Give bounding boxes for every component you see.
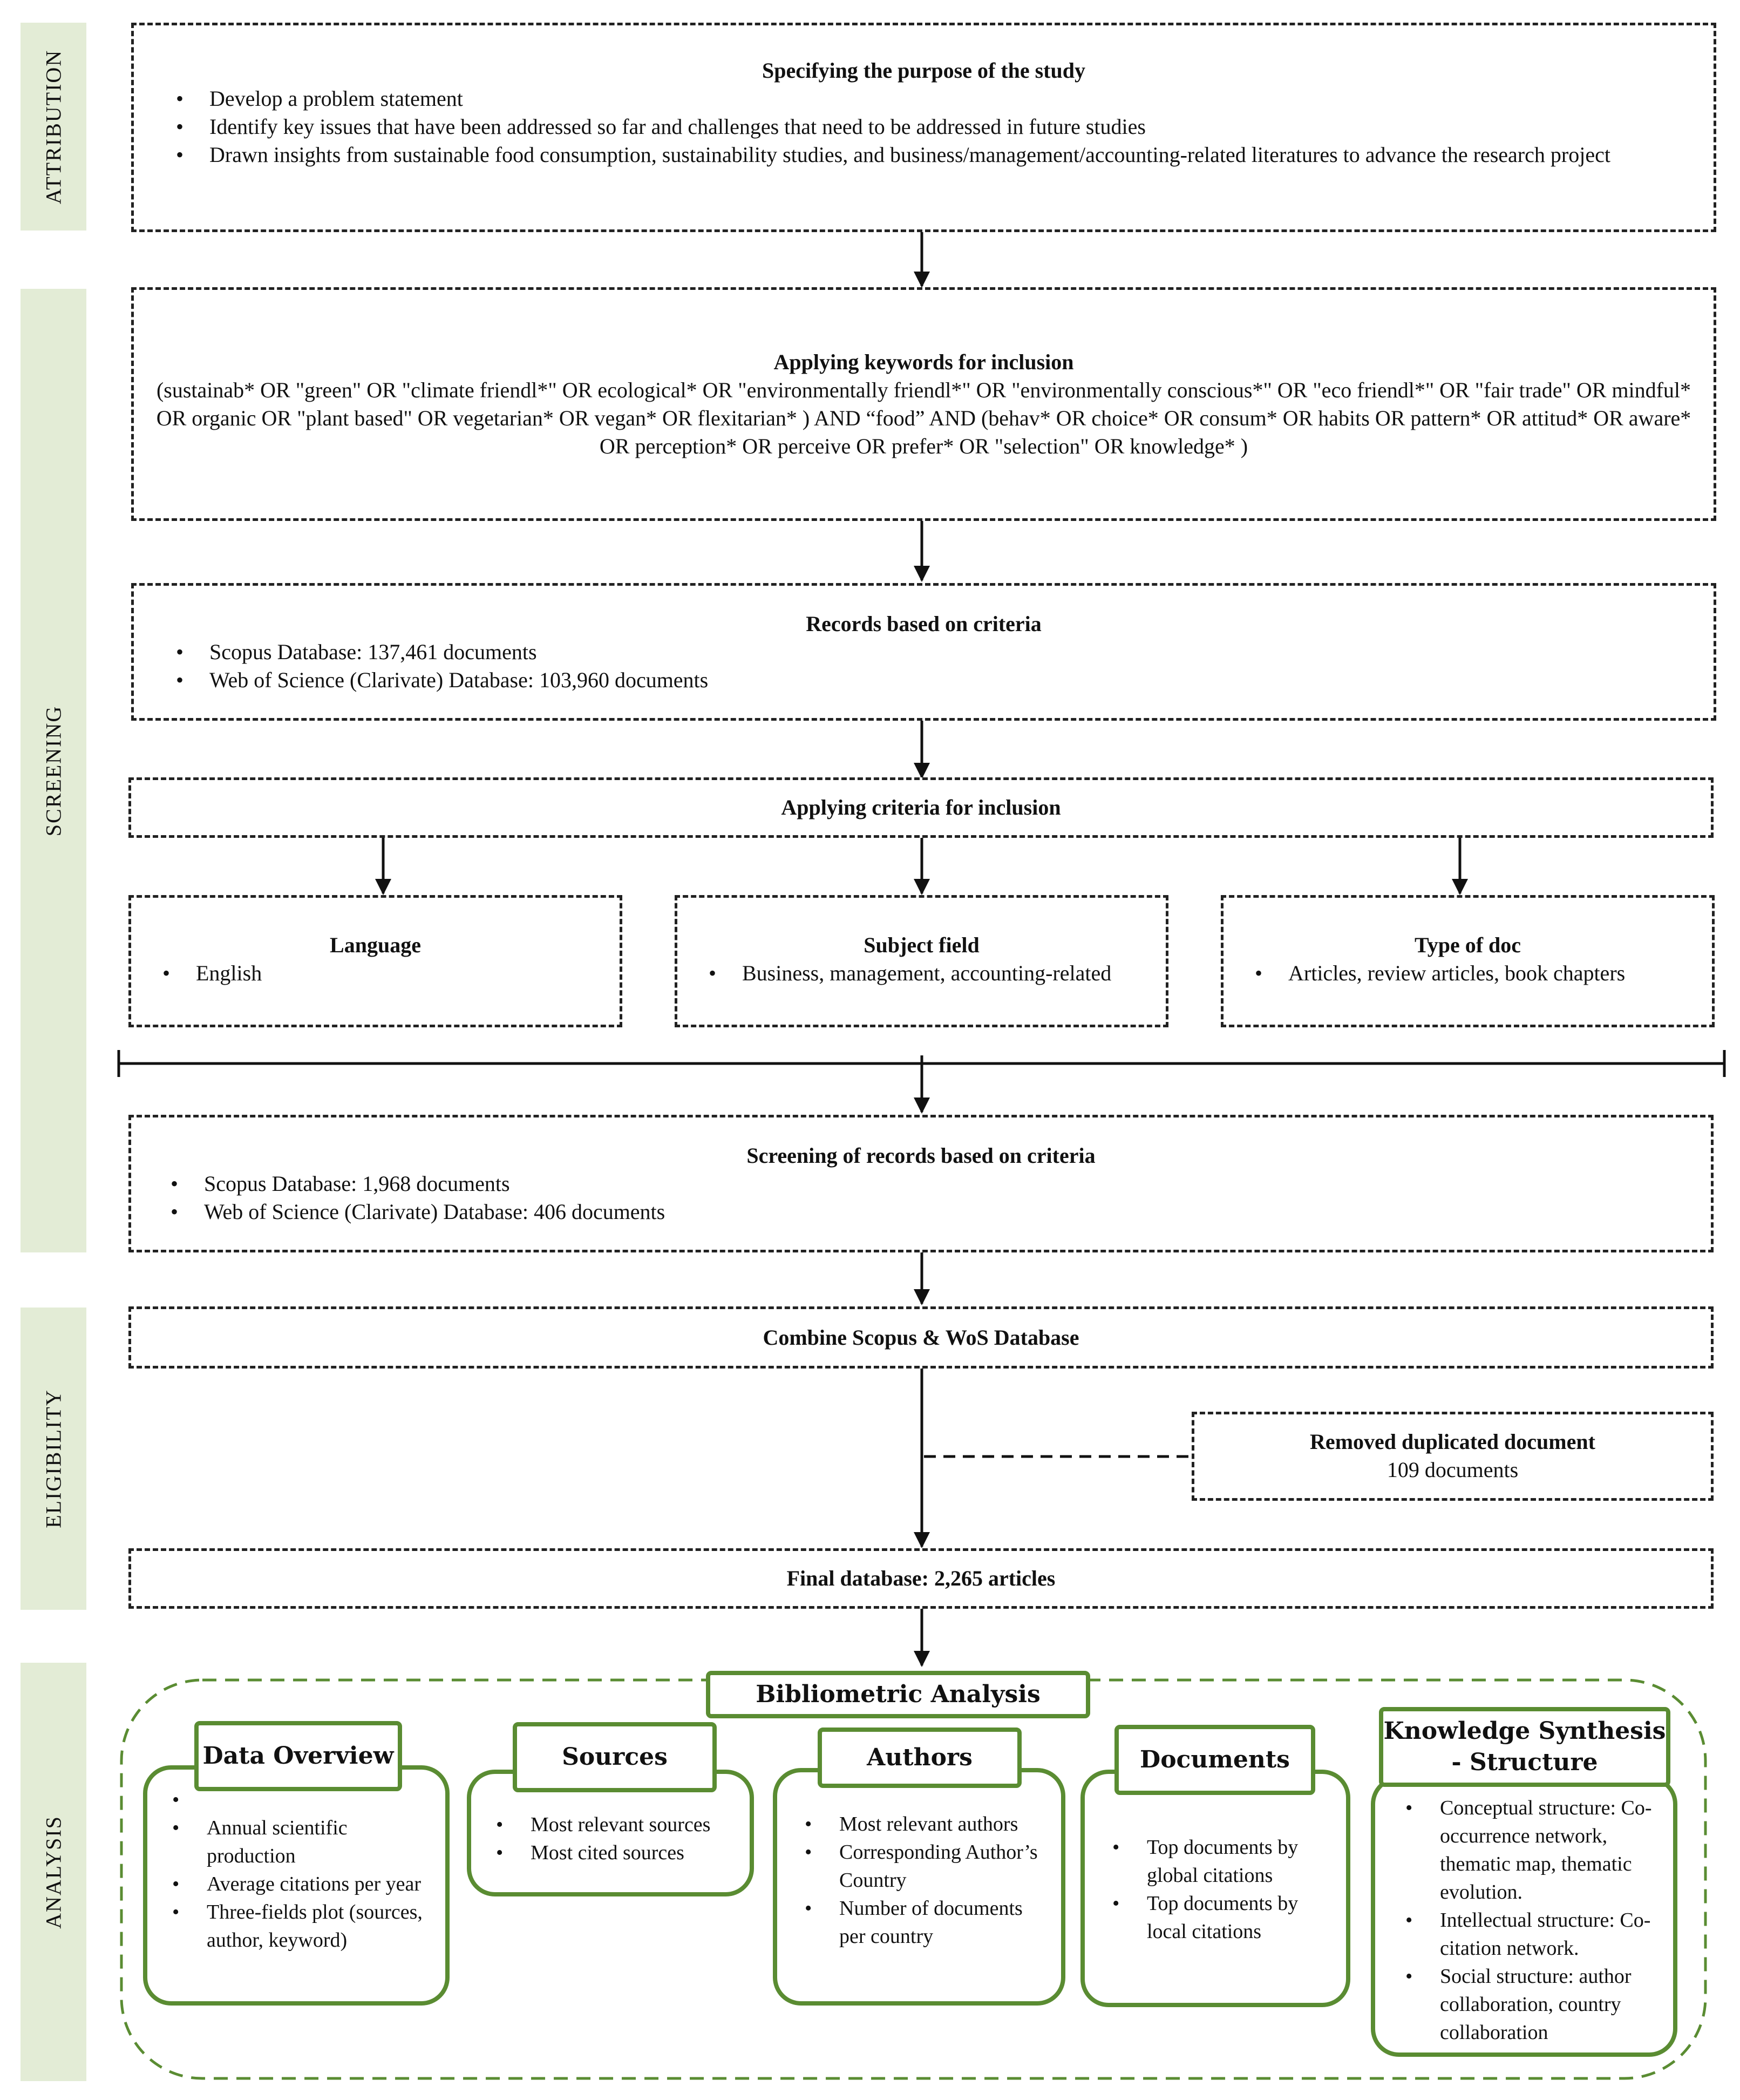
stage-screening: SCREENING: [21, 289, 86, 1252]
knowledge-item: Conceptual structure: Co-occurrence netw…: [1405, 1794, 1662, 1906]
subject-box: Subject field Business, management, acco…: [675, 895, 1168, 1027]
removed-box: Removed duplicated document 109 document…: [1192, 1412, 1714, 1501]
language-item: English: [162, 959, 603, 987]
screening-item: Web of Science (Clarivate) Database: 406…: [171, 1198, 1689, 1226]
authors-item: Corresponding Author’s Country: [805, 1838, 1050, 1894]
combine-box: Combine Scopus & WoS Database: [128, 1306, 1714, 1369]
purpose-item: Develop a problem statement: [176, 85, 1692, 113]
data-overview-title: Data Overview: [194, 1721, 402, 1791]
language-title: Language: [330, 933, 421, 957]
language-list: English: [147, 959, 603, 987]
records-title: Records based on criteria: [806, 612, 1042, 636]
sources-list: Most relevant sources Most cited sources: [496, 1811, 739, 1867]
keywords-query: (sustainab* OR "green" OR "climate frien…: [156, 378, 1691, 458]
combine-title: Combine Scopus & WoS Database: [763, 1325, 1079, 1350]
records-box: Records based on criteria Scopus Databas…: [131, 583, 1716, 721]
knowledge-item: Intellectual structure: Co-citation netw…: [1405, 1906, 1662, 1962]
final-box: Final database: 2,265 articles: [128, 1548, 1714, 1609]
records-list: Scopus Database: 137,461 documents Web o…: [155, 638, 1692, 694]
stage-analysis: ANALYSIS: [21, 1663, 86, 2081]
records-item: Scopus Database: 137,461 documents: [176, 638, 1692, 666]
doctype-list: Articles, review articles, book chapters: [1240, 959, 1696, 987]
stage-eligibility: ELIGIBILITY: [21, 1308, 86, 1610]
documents-title: Documents: [1114, 1725, 1315, 1795]
bibliometric-title: Bibliometric Analysis: [706, 1671, 1090, 1718]
data-overview-item: Average citations per year: [172, 1870, 434, 1898]
authors-list: Most relevant authors Corresponding Auth…: [805, 1810, 1050, 1950]
knowledge-list: Conceptual structure: Co-occurrence netw…: [1405, 1794, 1662, 2047]
documents-box: Top documents by global citations Top do…: [1080, 1770, 1350, 2007]
data-overview-item: Three-fields plot (sources, author, keyw…: [172, 1898, 434, 1954]
authors-item: Number of documents per country: [805, 1894, 1050, 1950]
purpose-list: Develop a problem statement Identify key…: [155, 85, 1692, 169]
subject-item: Business, management, accounting-related: [709, 959, 1150, 987]
final-title: Final database: 2,265 articles: [786, 1566, 1056, 1590]
sources-item: Most cited sources: [496, 1839, 739, 1867]
screening-item: Scopus Database: 1,968 documents: [171, 1170, 1689, 1198]
removed-count: 109 documents: [1386, 1458, 1519, 1482]
purpose-title: Specifying the purpose of the study: [762, 58, 1085, 83]
language-box: Language English: [128, 895, 622, 1027]
screening-box: Screening of records based on criteria S…: [128, 1115, 1714, 1252]
doctype-box: Type of doc Articles, review articles, b…: [1221, 895, 1715, 1027]
sources-item: Most relevant sources: [496, 1811, 739, 1839]
authors-title: Authors: [818, 1728, 1022, 1788]
criteria-title: Applying criteria for inclusion: [781, 795, 1061, 819]
doctype-item: Articles, review articles, book chapters: [1255, 959, 1696, 987]
screening-list: Scopus Database: 1,968 documents Web of …: [153, 1170, 1689, 1226]
keywords-title: Applying keywords for inclusion: [773, 350, 1074, 374]
data-overview-list: Annual scientific production Average cit…: [172, 1786, 434, 1954]
subject-list: Business, management, accounting-related: [694, 959, 1150, 987]
data-overview-item: Annual scientific production: [172, 1814, 434, 1870]
knowledge-item: Social structure: author collaboration, …: [1405, 1962, 1662, 2047]
screening-title: Screening of records based on criteria: [746, 1143, 1096, 1168]
knowledge-title: Knowledge Synthesis - Structure: [1379, 1707, 1670, 1787]
keywords-box: Applying keywords for inclusion (sustain…: [131, 287, 1716, 521]
sources-title: Sources: [513, 1722, 717, 1792]
knowledge-box: Conceptual structure: Co-occurrence netw…: [1371, 1776, 1677, 2057]
removed-title: Removed duplicated document: [1310, 1430, 1595, 1454]
authors-box: Most relevant authors Corresponding Auth…: [773, 1768, 1065, 2006]
documents-item: Top documents by global citations: [1112, 1833, 1335, 1889]
purpose-box: Specifying the purpose of the study Deve…: [131, 23, 1716, 232]
data-overview-box: Annual scientific production Average cit…: [143, 1765, 450, 2006]
data-overview-item: [172, 1786, 434, 1814]
subject-title: Subject field: [864, 933, 980, 957]
authors-item: Most relevant authors: [805, 1810, 1050, 1838]
purpose-item: Identify key issues that have been addre…: [176, 113, 1692, 141]
purpose-item: Drawn insights from sustainable food con…: [176, 141, 1692, 169]
documents-item: Top documents by local citations: [1112, 1889, 1335, 1946]
documents-list: Top documents by global citations Top do…: [1112, 1833, 1335, 1946]
criteria-box: Applying criteria for inclusion: [128, 777, 1714, 838]
records-item: Web of Science (Clarivate) Database: 103…: [176, 666, 1692, 694]
stage-attribution: ATTRIBUTION: [21, 23, 86, 231]
doctype-title: Type of doc: [1414, 933, 1521, 957]
